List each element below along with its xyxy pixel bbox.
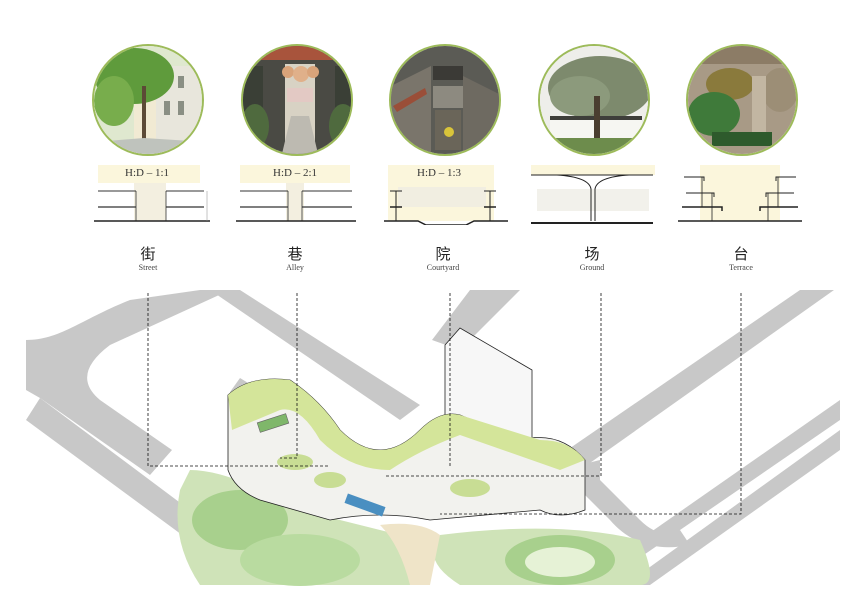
hd-ratio-courtyard: H:D – 1:3 (417, 167, 461, 179)
photo-alley (241, 44, 353, 156)
label-zh-ground: 场 (584, 245, 600, 263)
label-en-courtyard: Courtyard (426, 263, 460, 272)
photo-street (92, 44, 204, 156)
water-feature (344, 493, 386, 517)
leader-lines (147, 293, 742, 515)
section-courtyard: H:D – 1:3 (384, 165, 508, 225)
axonometric-site-plan (26, 290, 840, 586)
section-terrace (678, 165, 802, 225)
caption-terrace: 台 Terrace (679, 245, 803, 273)
roof-garden-pod-3 (450, 479, 490, 497)
label-en-ground: Ground (579, 263, 605, 272)
label-zh-alley: 巷 (287, 245, 303, 263)
label-en-alley: Alley (286, 263, 304, 272)
roof-garden-pod-2 (314, 472, 346, 488)
photo-courtyard (389, 44, 501, 156)
label-zh-courtyard: 院 (435, 245, 451, 263)
roof-pool (256, 413, 290, 433)
roof-garden-pod-1 (277, 454, 313, 470)
section-street: H:D – 1:1 (94, 165, 218, 225)
label-en-street: Street (138, 263, 158, 272)
hd-ratio-street: H:D – 1:1 (125, 167, 169, 179)
park-landscape (177, 470, 650, 586)
label-zh-terrace: 台 (733, 245, 749, 263)
caption-courtyard: 院 Courtyard (381, 245, 505, 273)
photo-terrace (686, 44, 798, 156)
section-alley: H:D – 2:1 (236, 165, 360, 225)
caption-alley: 巷 Alley (233, 245, 357, 273)
hd-ratio-alley: H:D – 2:1 (273, 167, 317, 179)
photo-ground (538, 44, 650, 156)
green-roof-ribbon (228, 379, 585, 470)
label-en-terrace: Terrace (729, 263, 753, 272)
label-zh-street: 街 (140, 245, 156, 263)
caption-street: 街 Street (86, 245, 210, 273)
caption-ground: 场 Ground (530, 245, 654, 273)
section-ground (531, 165, 655, 225)
